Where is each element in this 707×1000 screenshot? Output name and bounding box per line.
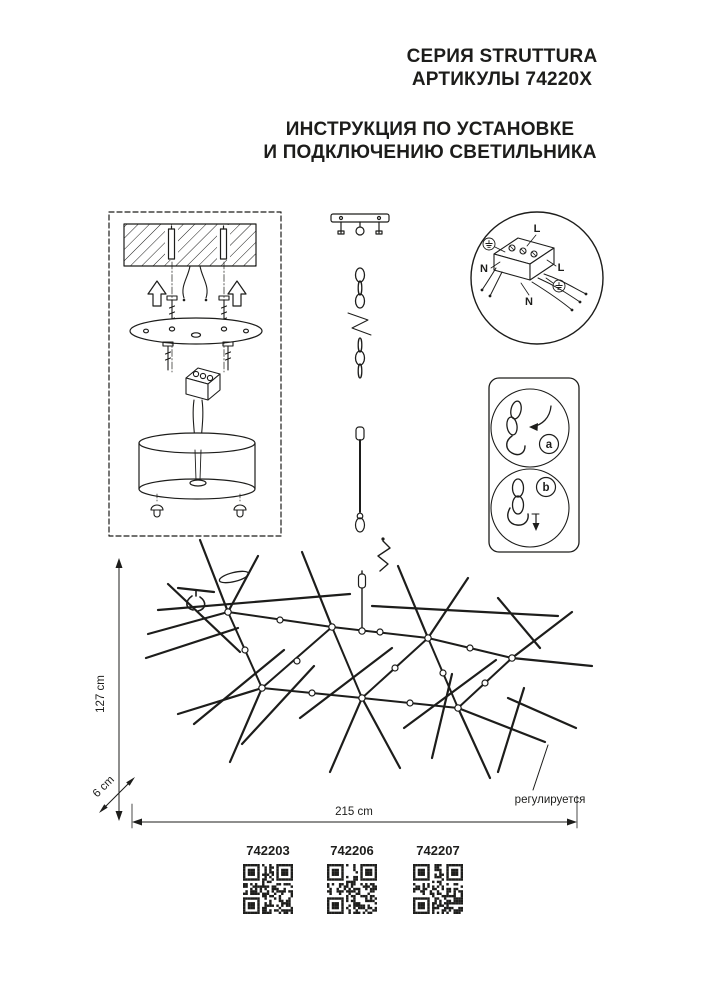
instruction-title: ИНСТРУКЦИЯ ПО УСТАНОВКЕ И ПОДКЛЮЧЕНИЮ СВ… bbox=[250, 118, 610, 164]
dimension-depth-label: 6 cm bbox=[91, 774, 117, 800]
dimension-width-label: 215 cm bbox=[335, 806, 373, 818]
qr-label: 742207 bbox=[416, 843, 460, 858]
qr-item-1: 742203 bbox=[240, 843, 296, 915]
qr-label: 742203 bbox=[246, 843, 290, 858]
break-mark bbox=[347, 312, 372, 336]
detail-a-circle: a bbox=[490, 388, 570, 468]
detail-a-label: a bbox=[546, 439, 553, 451]
up-arrow-right bbox=[227, 280, 247, 307]
terminal-label-n-left: N bbox=[480, 263, 488, 275]
supply-wires bbox=[182, 265, 208, 302]
terminal-label-n-mid: N bbox=[525, 296, 533, 308]
dimension-height-label: 127 cm bbox=[95, 675, 107, 713]
ground-symbol-right bbox=[552, 279, 566, 293]
ceiling-slab bbox=[123, 223, 257, 267]
terminal-label-l-right: L bbox=[558, 262, 565, 274]
adjustable-leader-line bbox=[532, 744, 549, 791]
canopy-assembly-diagram bbox=[108, 211, 282, 537]
adjustable-note: регулируется bbox=[515, 744, 586, 806]
detail-a-badge bbox=[538, 433, 560, 455]
qr-code bbox=[413, 864, 464, 915]
chandelier-drawing bbox=[144, 537, 594, 780]
terminal-wires bbox=[480, 267, 588, 312]
qr-item-2: 742206 bbox=[324, 843, 380, 915]
dimension-width: 215 cm bbox=[131, 795, 578, 829]
instruction-title-line2: И ПОДКЛЮЧЕНИЮ СВЕТИЛЬНИКА bbox=[263, 142, 597, 163]
dimension-height: 127 cm bbox=[95, 558, 123, 821]
ceiling-bracket-diagram bbox=[330, 213, 390, 236]
mounting-screws-lower bbox=[162, 341, 234, 371]
terminal-label-l-top: L bbox=[534, 223, 541, 235]
connectors bbox=[224, 608, 516, 712]
terminal-block bbox=[185, 367, 221, 442]
qr-code bbox=[243, 864, 294, 915]
label-leaders bbox=[490, 234, 557, 296]
power-cord bbox=[377, 540, 391, 572]
chain-diagram bbox=[347, 267, 372, 379]
instruction-title-line1: ИНСТРУКЦИЯ ПО УСТАНОВКЕ bbox=[285, 119, 575, 140]
up-arrow-left bbox=[147, 280, 167, 307]
shade-drum bbox=[138, 432, 256, 500]
series-title-line2: АРТИКУЛЫ 74220X bbox=[411, 69, 593, 90]
series-title-line1: СЕРИЯ STRUTTURA bbox=[406, 46, 598, 67]
rods bbox=[144, 538, 594, 780]
detail-b-label: b bbox=[542, 482, 549, 494]
qr-item-3: 742207 bbox=[410, 843, 466, 915]
series-title: СЕРИЯ STRUTTURA АРТИКУЛЫ 74220X bbox=[392, 45, 612, 91]
terminal-detail-circle: L N L N bbox=[470, 211, 604, 345]
adjustable-label: регулируется bbox=[515, 794, 586, 806]
qr-code bbox=[327, 864, 378, 915]
detail-b-circle: b bbox=[490, 468, 570, 548]
center-guides bbox=[171, 261, 225, 373]
finial-left bbox=[150, 493, 164, 518]
hanger-hook bbox=[176, 570, 250, 612]
hook-detail-box: a b bbox=[488, 377, 580, 553]
finial-right bbox=[233, 493, 247, 518]
qr-label: 742206 bbox=[330, 843, 374, 858]
canopy-plate bbox=[129, 317, 263, 345]
dimension-depth: 6 cm bbox=[91, 774, 135, 813]
ground-symbol-left bbox=[482, 237, 496, 251]
suspension-rod-diagram bbox=[354, 426, 366, 533]
detail-b-badge bbox=[535, 476, 557, 498]
